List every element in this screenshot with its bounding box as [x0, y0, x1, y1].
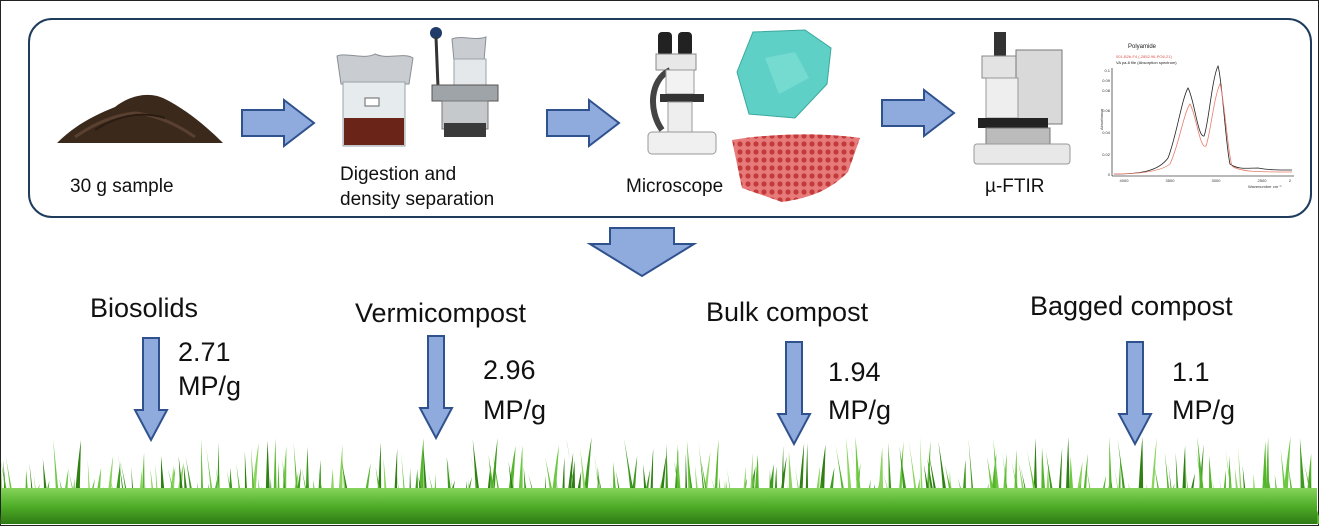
result-biosolids-name: Biosolids	[90, 293, 199, 323]
grass-blade	[750, 463, 761, 524]
grass-blade	[316, 458, 329, 524]
microscope-image	[647, 32, 717, 155]
grass-blade	[1153, 460, 1166, 524]
grass-blade	[783, 469, 797, 524]
spectrum-ytick-5: 0.04	[1102, 130, 1111, 135]
spectrum-xlabel: Wavenumber cm⁻¹	[1248, 184, 1282, 189]
spectrum-ytick-1: 0.1	[1104, 68, 1110, 73]
grass-blade	[215, 465, 226, 524]
ftir-spectrum-image: Polyamide 001-B2b-F4 (-2852.96-PO6-21) V…	[1099, 44, 1294, 189]
spectrum-legend-black: VA pa-6 file (Absorption spectrum)	[1116, 60, 1177, 65]
grass-blade	[205, 445, 218, 524]
grass-blade	[1018, 460, 1031, 524]
grass-blade	[899, 446, 912, 524]
result-bagged-compost-name: Bagged compost	[1030, 291, 1233, 321]
result-biosolids-value: 2.71	[178, 337, 231, 367]
result-vermicompost-value: 2.96	[483, 355, 536, 385]
step-digestion-label-line2: density separation	[340, 189, 495, 210]
down-arrow-biosolids	[133, 337, 169, 443]
spectrum-ytick-2: 0.09	[1102, 78, 1111, 83]
step-microscope-label: Microscope	[626, 176, 724, 197]
grass-blade	[293, 442, 301, 524]
grass-blade	[472, 438, 484, 524]
down-arrow-main	[586, 227, 698, 278]
result-bulk-compost-name: Bulk compost	[706, 297, 869, 327]
grass-blade	[53, 438, 62, 524]
spectrum-xtick-4: 2500	[1258, 178, 1268, 183]
density-separator-image	[430, 27, 499, 137]
spectrum-xtick-1: 4000	[1120, 178, 1130, 183]
grass-blade	[846, 437, 855, 524]
spectrum-xtick-2: 3500	[1166, 178, 1176, 183]
spectrum-ytick-3: 0.08	[1102, 88, 1111, 93]
soil-sample-image	[57, 94, 223, 143]
grass-blade	[1164, 451, 1174, 524]
result-bulk-compost-value: 1.94	[828, 357, 881, 387]
grass-blade	[1026, 447, 1044, 524]
spectrum-xtick-5: 2	[1289, 178, 1292, 183]
result-bagged-compost-value: 1.1	[1172, 357, 1210, 387]
grass-blade	[795, 467, 805, 524]
spectrum-title: Polyamide	[1128, 44, 1157, 50]
spectrum-ytick-6: 0.02	[1102, 152, 1111, 157]
grass-blade	[1000, 442, 1013, 524]
spectrum-xtick-3: 3000	[1212, 178, 1222, 183]
red-particle-image	[732, 134, 860, 202]
spectrum-ytick-7: 0	[1108, 172, 1111, 177]
grass-blade	[566, 437, 581, 524]
spectrum-legend-red: 001-B2b-F4 (-2852.96-PO6-21)	[1116, 54, 1172, 59]
grass-blade	[687, 457, 698, 524]
flow-arrow-3	[881, 87, 956, 139]
flow-arrow-1	[241, 97, 316, 149]
grass-blade	[927, 457, 940, 524]
step-digestion-label-line1: Digestion and	[340, 164, 457, 185]
ftir-instrument-image	[973, 32, 1071, 165]
step-sample-label: 30 g sample	[70, 176, 174, 197]
result-vermicompost-unit: MP/g	[483, 395, 547, 425]
result-bagged-compost-unit: MP/g	[1172, 395, 1236, 425]
spectrum-ytick-4: 0.06	[1102, 108, 1111, 113]
digestion-beaker-image	[336, 53, 414, 147]
down-arrow-bagged-compost	[1117, 341, 1153, 447]
blue-particle-image	[736, 29, 832, 119]
result-vermicompost-name: Vermicompost	[355, 298, 527, 328]
result-biosolids-unit: MP/g	[178, 371, 242, 401]
grass-blade	[1224, 447, 1238, 524]
down-arrow-vermicompost	[418, 335, 454, 441]
grass-blade	[1045, 450, 1059, 524]
grass-blade	[1168, 465, 1177, 524]
step-ftir-label: µ-FTIR	[985, 176, 1045, 197]
result-bulk-compost-unit: MP/g	[828, 395, 892, 425]
down-arrow-bulk-compost	[776, 341, 812, 447]
flow-arrow-2	[546, 97, 621, 149]
spectrum-ylabel: Absorbance	[1099, 108, 1104, 130]
grass-blade	[226, 470, 238, 524]
grass-blade	[850, 444, 865, 524]
grass-image	[0, 436, 1319, 524]
